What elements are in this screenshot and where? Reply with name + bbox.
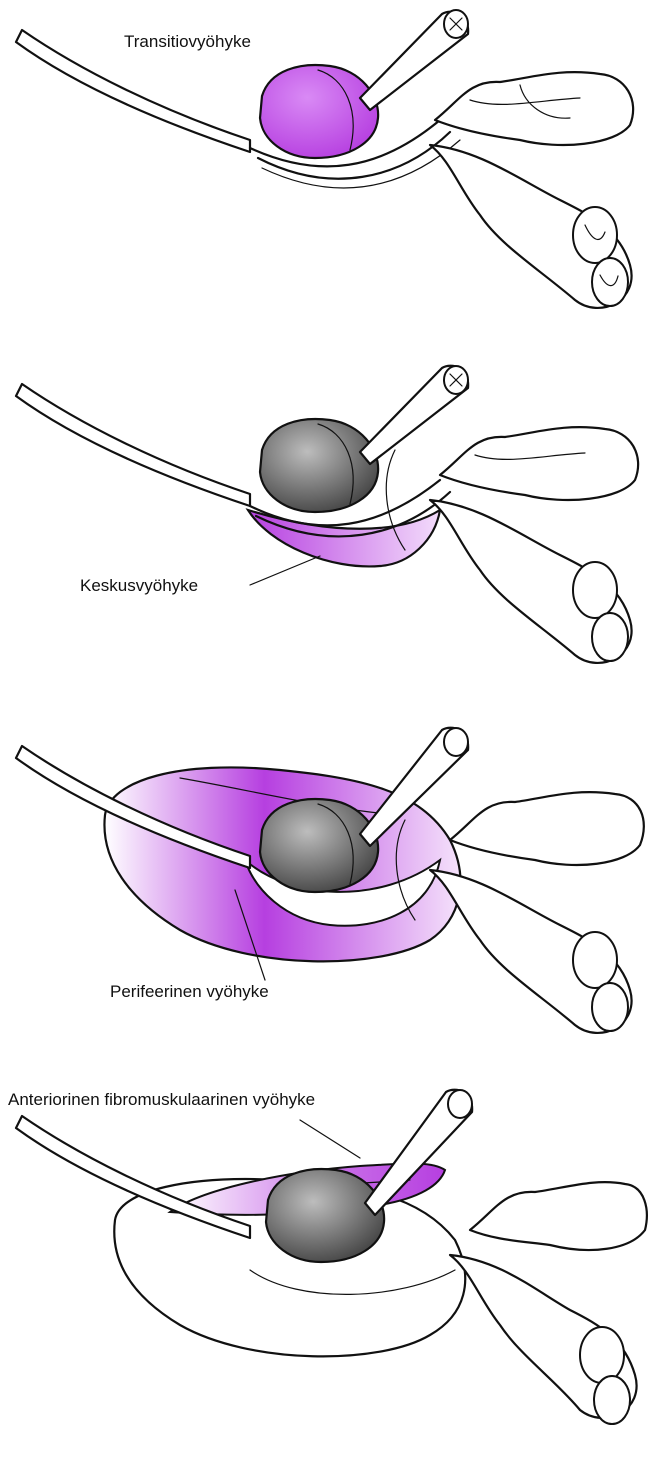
panel-transition-zone: Transitiovyöhyke xyxy=(0,0,650,360)
panel-peripheral-zone: Perifeerinen vyöhyke xyxy=(0,720,650,1080)
transition-zone-grey xyxy=(266,1169,384,1262)
label-peripheral-zone: Perifeerinen vyöhyke xyxy=(110,982,269,1002)
central-zone-illustration xyxy=(0,360,650,700)
panel-central-zone: Keskusvyöhyke xyxy=(0,360,650,720)
leader-line xyxy=(250,556,320,585)
seminal-vesicle-upper xyxy=(440,427,638,500)
transition-zone-illustration xyxy=(0,0,650,330)
seminal-vesicle-upper xyxy=(470,1182,647,1250)
leader-line xyxy=(300,1120,360,1158)
transition-zone-shape xyxy=(260,65,378,158)
label-anterior-zone: Anteriorinen fibromuskulaarinen vyöhyke xyxy=(8,1090,315,1110)
seminal-vesicle-upper xyxy=(435,72,633,145)
urethra-tube xyxy=(16,384,250,506)
panel-anterior-zone: Anteriorinen fibromuskulaarinen vyöhyke xyxy=(0,1080,650,1440)
transition-zone-grey xyxy=(260,419,378,512)
anterior-zone-illustration xyxy=(0,1080,650,1457)
label-central-zone: Keskusvyöhyke xyxy=(80,576,198,596)
peripheral-zone-illustration xyxy=(0,720,650,1080)
transition-zone-grey xyxy=(260,799,378,892)
label-transition-zone: Transitiovyöhyke xyxy=(124,32,251,52)
seminal-vesicle-upper xyxy=(450,792,644,865)
